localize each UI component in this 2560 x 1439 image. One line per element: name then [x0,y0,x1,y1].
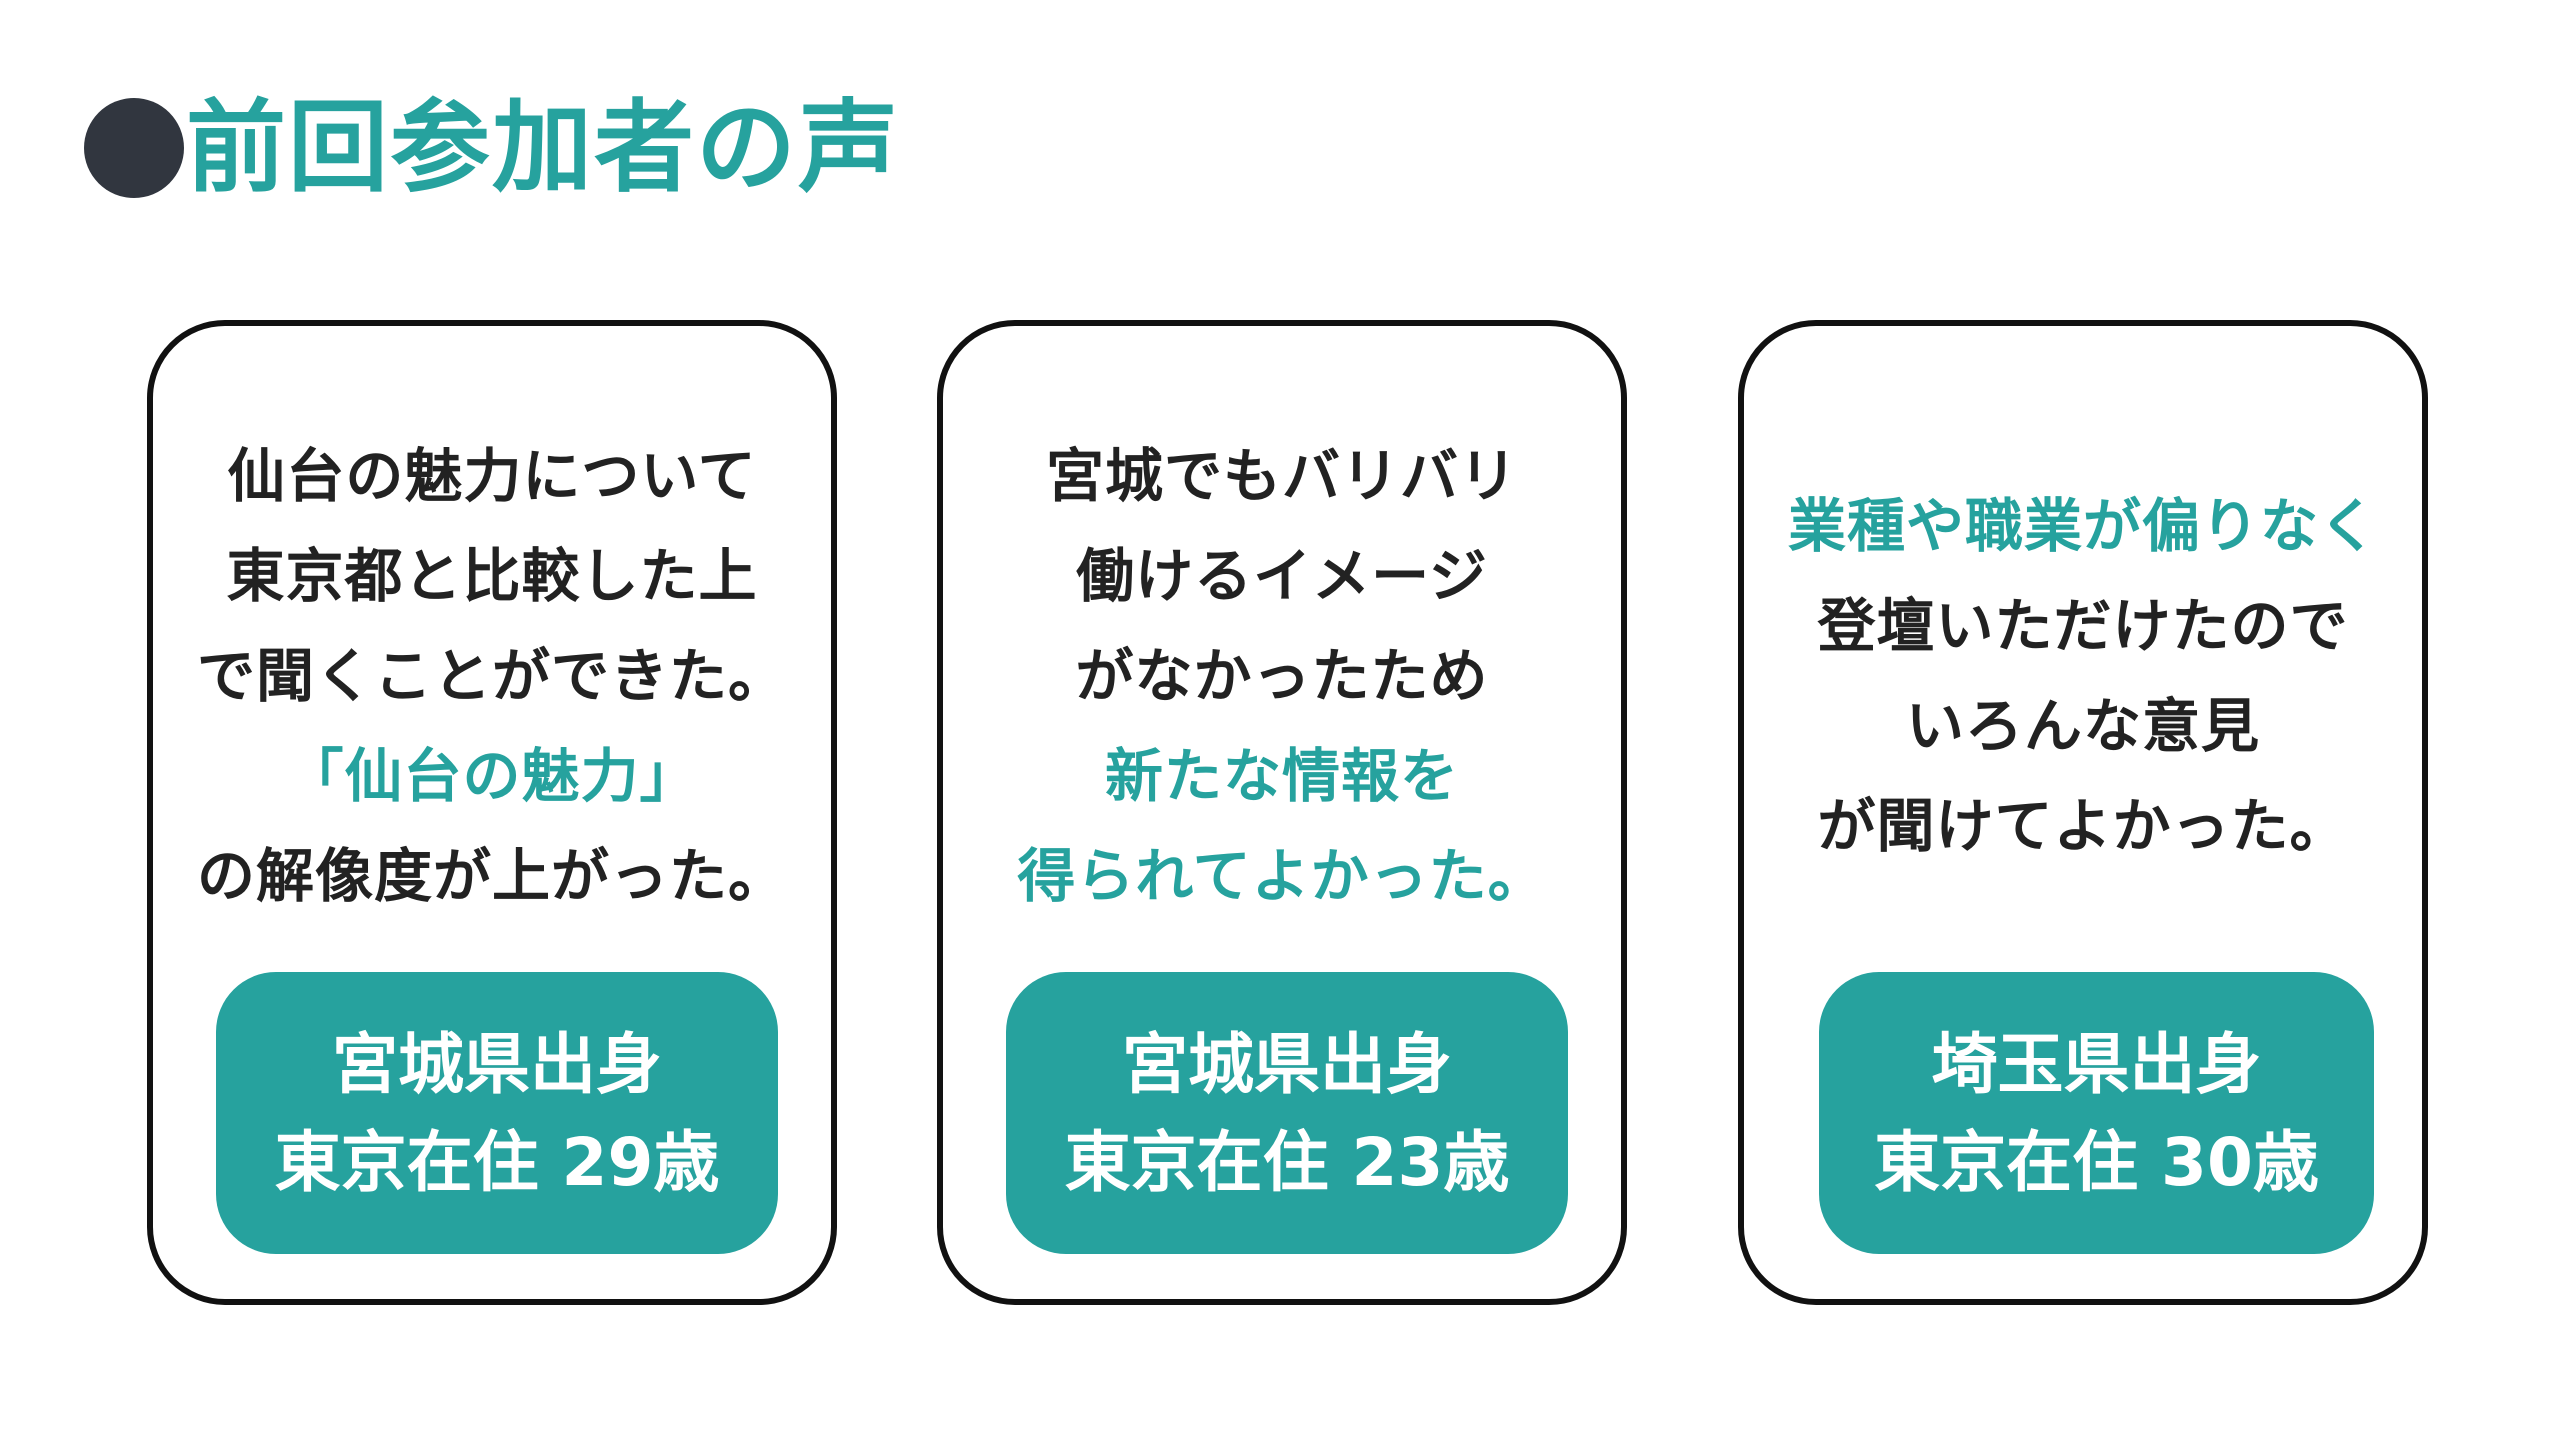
quote-line-highlight: 「仙台の魅力」 [285,742,699,810]
quote-line: 宮城でもバリバリ [1045,442,1518,510]
quote-line: 登壇いただけたので [1817,592,2349,660]
participant-origin: 埼玉県出身 [1931,1026,2262,1103]
participant-origin: 宮城県出身 [332,1026,662,1103]
title-bullet-icon [84,98,184,198]
quote-line: 東京都と比較した上 [226,542,758,610]
participant-profile-badge: 宮城県出身 東京在住 29歳 [216,972,778,1254]
page-title: 前回参加者の声 [186,89,900,206]
testimonial-quote: 仙台の魅力について 東京都と比較した上 で聞くことができた。 「仙台の魅力」 の… [153,426,831,926]
quote-line: の解像度が上がった。 [196,842,787,910]
quote-line: 仙台の魅力について [227,442,757,510]
participant-residence-age: 東京在住 23歳 [1064,1124,1510,1201]
participant-residence-age: 東京在住 29歳 [274,1124,720,1201]
testimonial-card-1: 仙台の魅力について 東京都と比較した上 で聞くことができた。 「仙台の魅力」 の… [147,320,837,1305]
quote-line: が聞けてよかった。 [1817,792,2349,860]
participant-profile-badge: 埼玉県出身 東京在住 30歳 [1819,972,2374,1254]
quote-line: いろんな意見 [1905,692,2260,760]
quote-line: がなかったため [1075,642,1489,710]
quote-line: 働けるイメージ [1076,542,1488,610]
quote-line: で聞くことができた。 [196,642,787,710]
participant-residence-age: 東京在住 30歳 [1874,1124,2319,1201]
quote-line-highlight: 得られてよかった。 [1017,842,1547,910]
quote-line-highlight: 新たな情報を [1104,742,1459,810]
participant-profile-badge: 宮城県出身 東京在住 23歳 [1006,972,1568,1254]
testimonial-quote: 業種や職業が偏りなく 登壇いただけたので いろんな意見 が聞けてよかった。 [1744,476,2422,876]
testimonial-card-3: 業種や職業が偏りなく 登壇いただけたので いろんな意見 が聞けてよかった。 埼玉… [1738,320,2428,1305]
testimonial-quote: 宮城でもバリバリ 働けるイメージ がなかったため 新たな情報を 得られてよかった… [943,426,1621,926]
participant-origin: 宮城県出身 [1122,1026,1452,1103]
testimonial-card-2: 宮城でもバリバリ 働けるイメージ がなかったため 新たな情報を 得られてよかった… [937,320,1627,1305]
quote-line-highlight: 業種や職業が偏りなく [1787,492,2378,560]
